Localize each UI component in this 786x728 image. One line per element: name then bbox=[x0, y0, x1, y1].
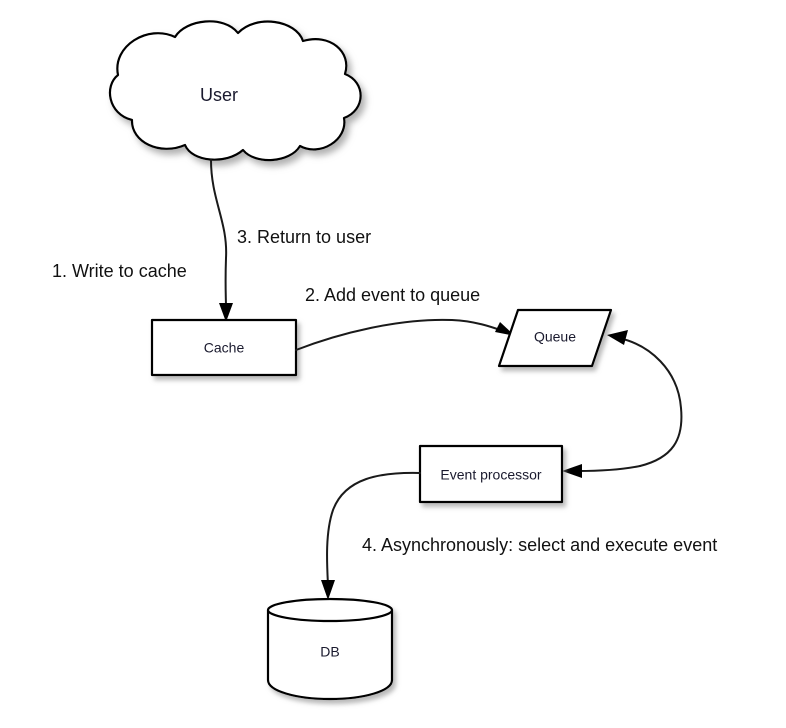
step-label-1: 1. Write to cache bbox=[52, 261, 187, 281]
edge-queue-to-eventprocessor bbox=[562, 464, 641, 478]
step-label-3: 3. Return to user bbox=[237, 227, 371, 247]
node-db[interactable]: DB bbox=[266, 597, 394, 701]
arrowhead-to-cache bbox=[219, 303, 233, 322]
node-label-user: User bbox=[200, 85, 238, 105]
node-event-processor[interactable]: Event processor bbox=[418, 444, 564, 504]
arrowhead-to-eventprocessor bbox=[562, 464, 582, 478]
arrowhead-to-queue-loop bbox=[607, 330, 628, 345]
edge-user-to-cache bbox=[210, 159, 233, 322]
edge-eventprocessor-to-db bbox=[321, 471, 421, 600]
arrowhead-to-db bbox=[321, 580, 335, 600]
step-label-2: 2. Add event to queue bbox=[305, 285, 480, 305]
node-label-cache: Cache bbox=[204, 340, 245, 356]
node-label-queue: Queue bbox=[534, 329, 576, 345]
edge-cache-to-queue bbox=[295, 318, 515, 351]
node-label-event-processor: Event processor bbox=[440, 467, 541, 483]
node-queue[interactable]: Queue bbox=[497, 308, 613, 368]
node-cache[interactable]: Cache bbox=[150, 318, 298, 377]
node-user[interactable]: User bbox=[108, 20, 362, 162]
node-label-db: DB bbox=[320, 644, 339, 660]
edge-eventprocessor-to-queue bbox=[607, 330, 683, 467]
step-label-4: 4. Asynchronously: select and execute ev… bbox=[362, 535, 717, 555]
